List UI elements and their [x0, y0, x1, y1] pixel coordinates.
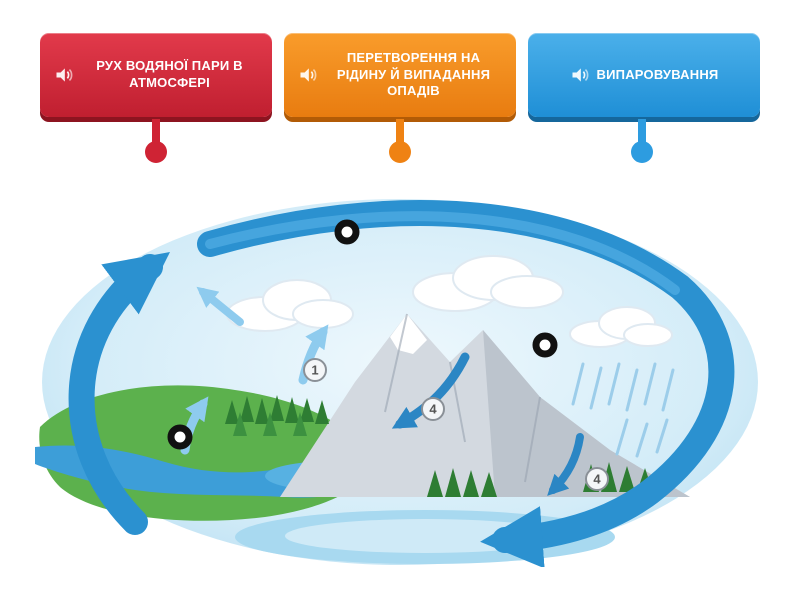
- number-badge-1: 1: [303, 358, 327, 382]
- rain-streaks: [571, 362, 675, 458]
- water-cycle-illustration: 1 4 4: [35, 199, 758, 567]
- answer-card-red[interactable]: РУХ ВОДЯНОЇ ПАРИ В АТМОСФЕРІ: [40, 33, 272, 117]
- cloud-center: [412, 255, 564, 312]
- number-badge-4b: 4: [585, 467, 609, 491]
- pin-handle-blue[interactable]: [631, 141, 653, 163]
- answer-card-label: ВИПАРОВУВАННЯ: [596, 66, 719, 82]
- svg-text:4: 4: [593, 472, 601, 487]
- cloud-right: [569, 306, 673, 348]
- speaker-icon[interactable]: [54, 65, 74, 85]
- answer-card-label: РУХ ВОДЯНОЇ ПАРИ В АТМОСФЕРІ: [96, 58, 243, 90]
- svg-text:1: 1: [311, 363, 318, 378]
- speaker-icon[interactable]: [570, 65, 590, 85]
- cycle-arrow-highlight: [205, 211, 680, 295]
- pin-stem-red: [152, 119, 160, 143]
- evaporation-arrow-center: [298, 324, 329, 385]
- cycle-arrow-left-up: [68, 252, 170, 535]
- runoff-arrow-lower: [547, 433, 584, 496]
- pin-handle-red[interactable]: [145, 141, 167, 163]
- speaker-icon[interactable]: [298, 65, 318, 85]
- drop-target-land[interactable]: [167, 424, 193, 450]
- forest-right-mid: [427, 468, 497, 497]
- runoff-arrow-upper: [391, 352, 470, 429]
- svg-text:4: 4: [429, 402, 437, 417]
- answer-card-label: ПЕРЕТВОРЕННЯ НА РІДИНУ Й ВИПАДАННЯ ОПАДІ…: [336, 49, 491, 99]
- mountain-shade: [483, 330, 690, 497]
- pin-handle-orange[interactable]: [389, 141, 411, 163]
- pin-stem-orange: [396, 119, 404, 143]
- vapor-arrow-to-cloud: [196, 286, 244, 326]
- drop-target-top[interactable]: [334, 219, 360, 245]
- answer-card-orange[interactable]: ПЕРЕТВОРЕННЯ НА РІДИНУ Й ВИПАДАННЯ ОПАДІ…: [284, 33, 516, 117]
- number-badge-4a: 4: [421, 397, 445, 421]
- cloud-left: [226, 279, 354, 332]
- water-cycle-diagram: 1 4 4: [35, 192, 765, 567]
- pin-stem-blue: [638, 119, 646, 143]
- answer-card-blue[interactable]: ВИПАРОВУВАННЯ: [528, 33, 760, 117]
- forest-left: [225, 395, 329, 436]
- drop-target-mountain[interactable]: [532, 332, 558, 358]
